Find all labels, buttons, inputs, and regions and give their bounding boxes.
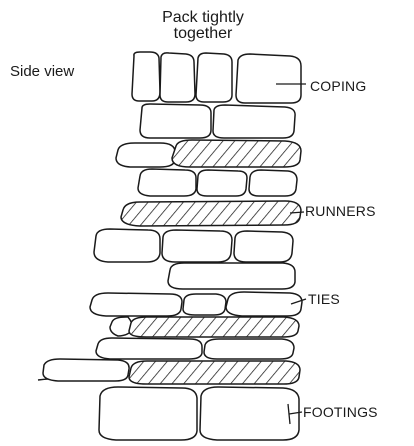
wall-stone (94, 229, 160, 262)
page-title: Pack tightly together (139, 10, 267, 42)
wall-stone (213, 105, 295, 138)
runner-stone (121, 201, 301, 226)
wall-stone (96, 338, 202, 359)
coping-stone (196, 53, 232, 102)
footings-label: FOOTINGS (303, 405, 378, 419)
runner-stone (129, 317, 299, 337)
title-line-2: together (139, 26, 267, 42)
ties-label: TIES (308, 292, 340, 306)
wall-stone (140, 104, 211, 138)
wall-stone (162, 230, 232, 262)
wall-stone (197, 170, 247, 196)
footing-stone (99, 387, 197, 440)
wall-stone (138, 169, 196, 196)
wall-stone (183, 294, 226, 315)
wall-stone (234, 231, 293, 262)
footing-stone (200, 387, 299, 440)
tie-stone (226, 292, 302, 316)
coping-stone (236, 54, 301, 103)
runner-stone (172, 140, 301, 167)
coping-stone (160, 53, 195, 102)
wall-stone (43, 359, 129, 381)
wall-stone (204, 339, 294, 359)
coping-label: COPING (310, 79, 366, 93)
coping-course (132, 52, 301, 103)
title-line-1: Pack tightly (139, 10, 267, 26)
runner-stone (129, 361, 300, 384)
coping-stone (132, 52, 160, 101)
wall-stone (90, 293, 182, 316)
runners-label: RUNNERS (305, 204, 376, 218)
wall-stone (168, 263, 295, 289)
wall-stone (249, 170, 297, 196)
side-view-label: Side view (10, 64, 74, 79)
wall-stone (116, 143, 175, 167)
